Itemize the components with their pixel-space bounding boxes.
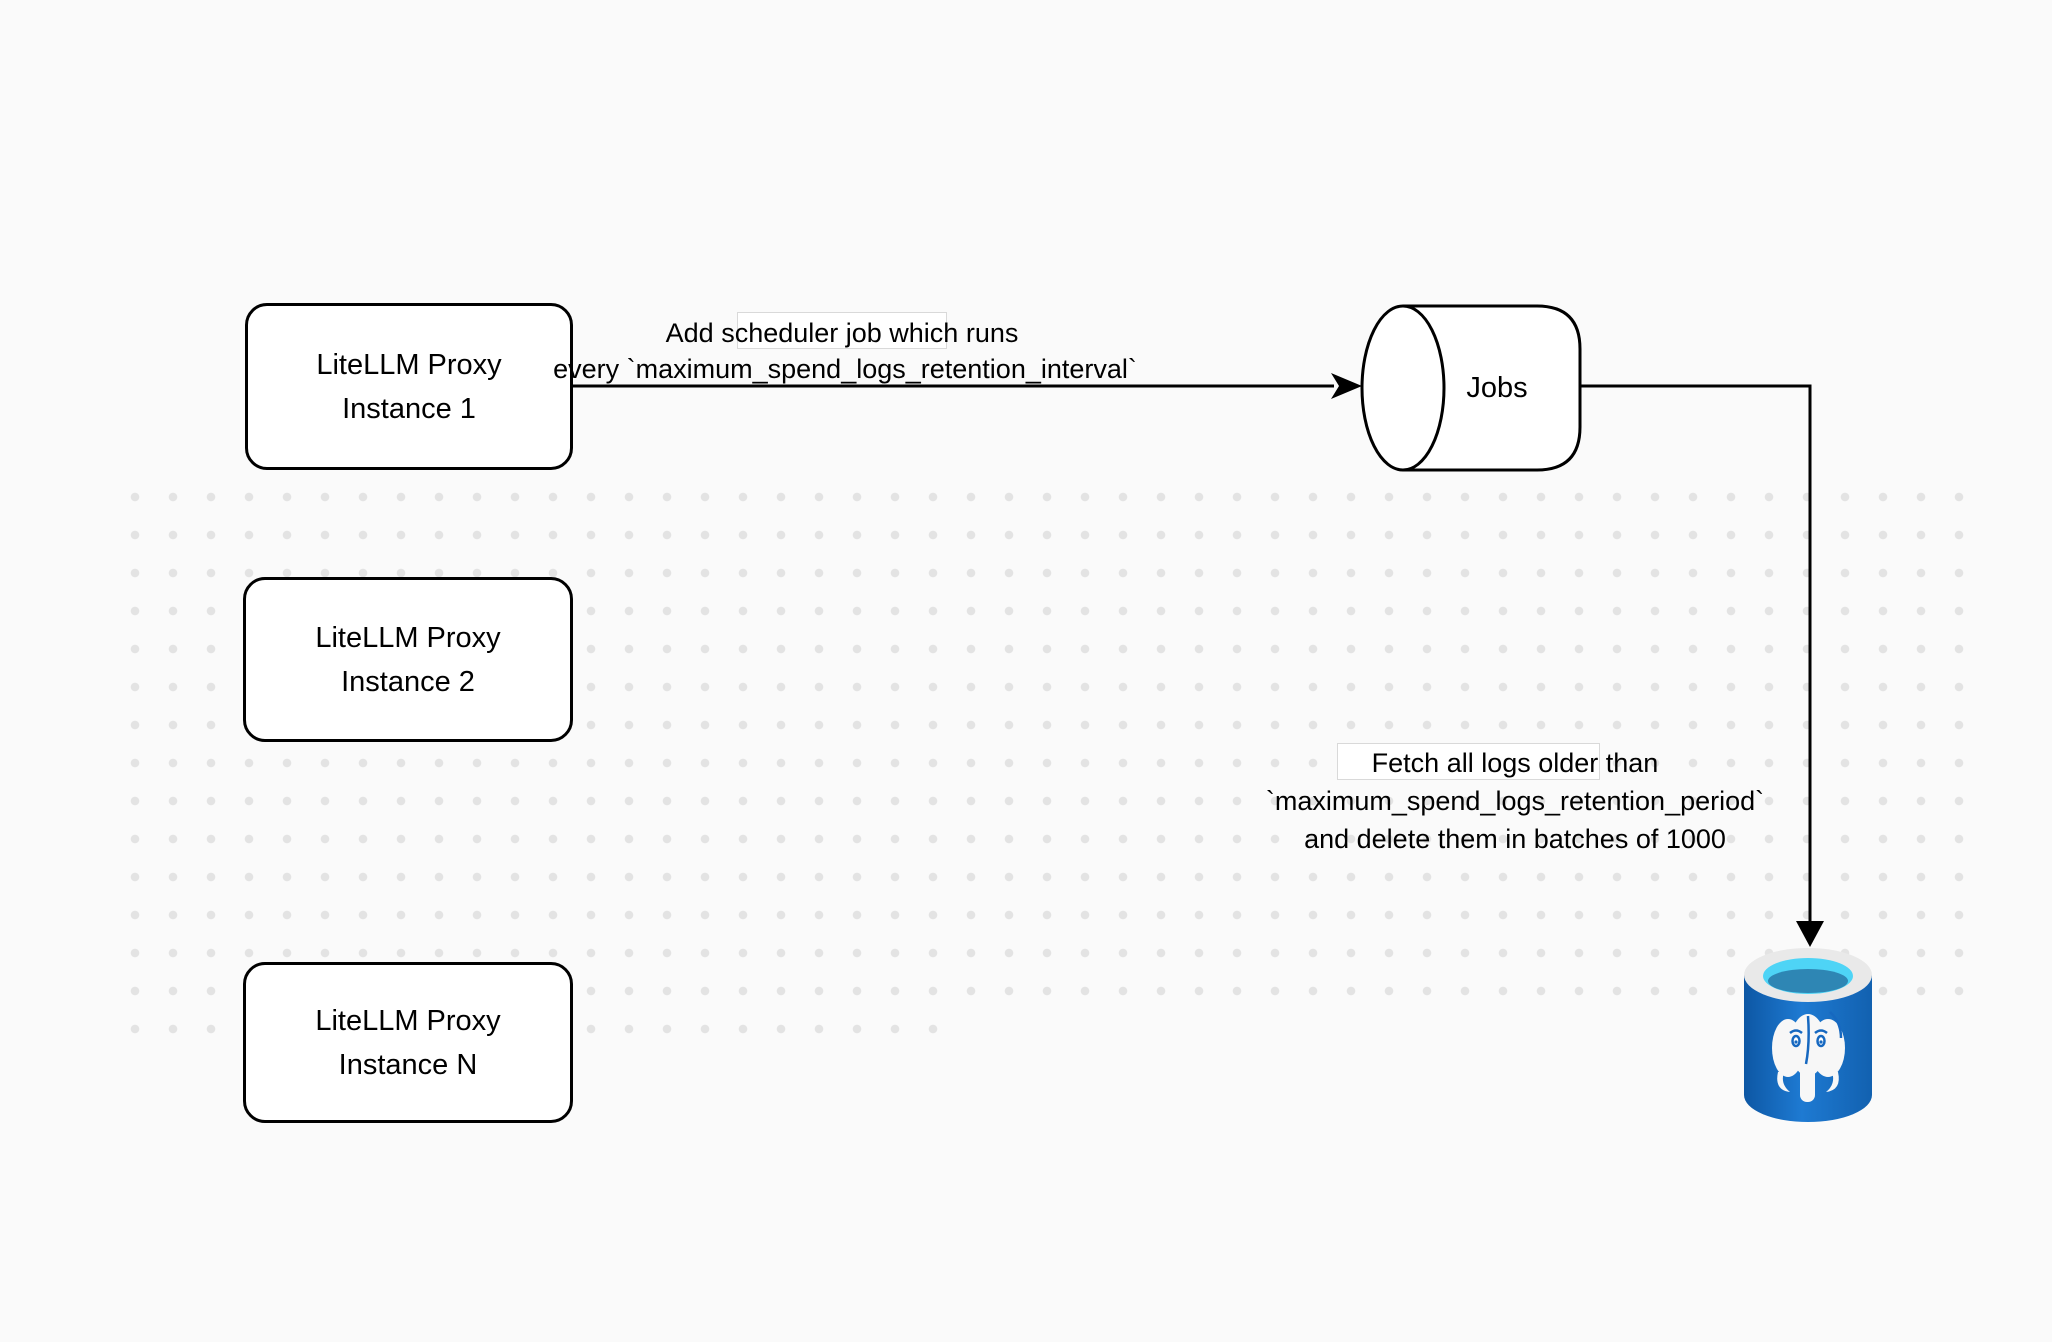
edge-label-background (1337, 743, 1600, 780)
dot-grid-background (116, 478, 1978, 1010)
node-litellm-proxy-instance-2: LiteLLM Proxy Instance 2 (243, 577, 573, 742)
edge-label-add-scheduler-line2: every `maximum_spend_logs_retention_inte… (553, 354, 1137, 384)
node-label-line: Instance 2 (341, 665, 475, 698)
node-litellm-proxy-instance-1: LiteLLM Proxy Instance 1 (245, 303, 573, 470)
node-label-line: LiteLLM Proxy (315, 621, 501, 654)
edge-label-add-scheduler-line1: Add scheduler job which runs (665, 318, 1019, 348)
node-label-line: LiteLLM Proxy (315, 1004, 501, 1037)
postgresql-database-icon (1744, 948, 1872, 1122)
database-liquid (1768, 969, 1848, 993)
node-label-line: Instance N (338, 1048, 478, 1081)
edge-label-fetch-delete-line2: `maximum_spend_logs_retention_period` (1265, 786, 1765, 816)
edge-label-fetch-delete-line3: and delete them in batches of 1000 (1304, 824, 1726, 854)
node-label-line: LiteLLM Proxy (316, 348, 502, 381)
postgres-elephant-icon (1772, 1011, 1845, 1102)
node-litellm-proxy-instance-n: LiteLLM Proxy Instance N (243, 962, 573, 1123)
node-jobs-label: Jobs (1466, 372, 1528, 404)
arrowhead-down-icon (1796, 921, 1824, 947)
arrowhead-right-icon (1331, 373, 1362, 399)
connector-fetch-and-delete (1580, 384, 1824, 947)
node-label-line: Instance 1 (342, 392, 476, 425)
edge-label-fetch-delete-line1: Fetch all logs older than (1371, 748, 1659, 778)
jobs-cylinder-shape (1360, 304, 1582, 472)
connector-add-scheduler-job (573, 373, 1362, 399)
edge-label-background (737, 312, 947, 349)
